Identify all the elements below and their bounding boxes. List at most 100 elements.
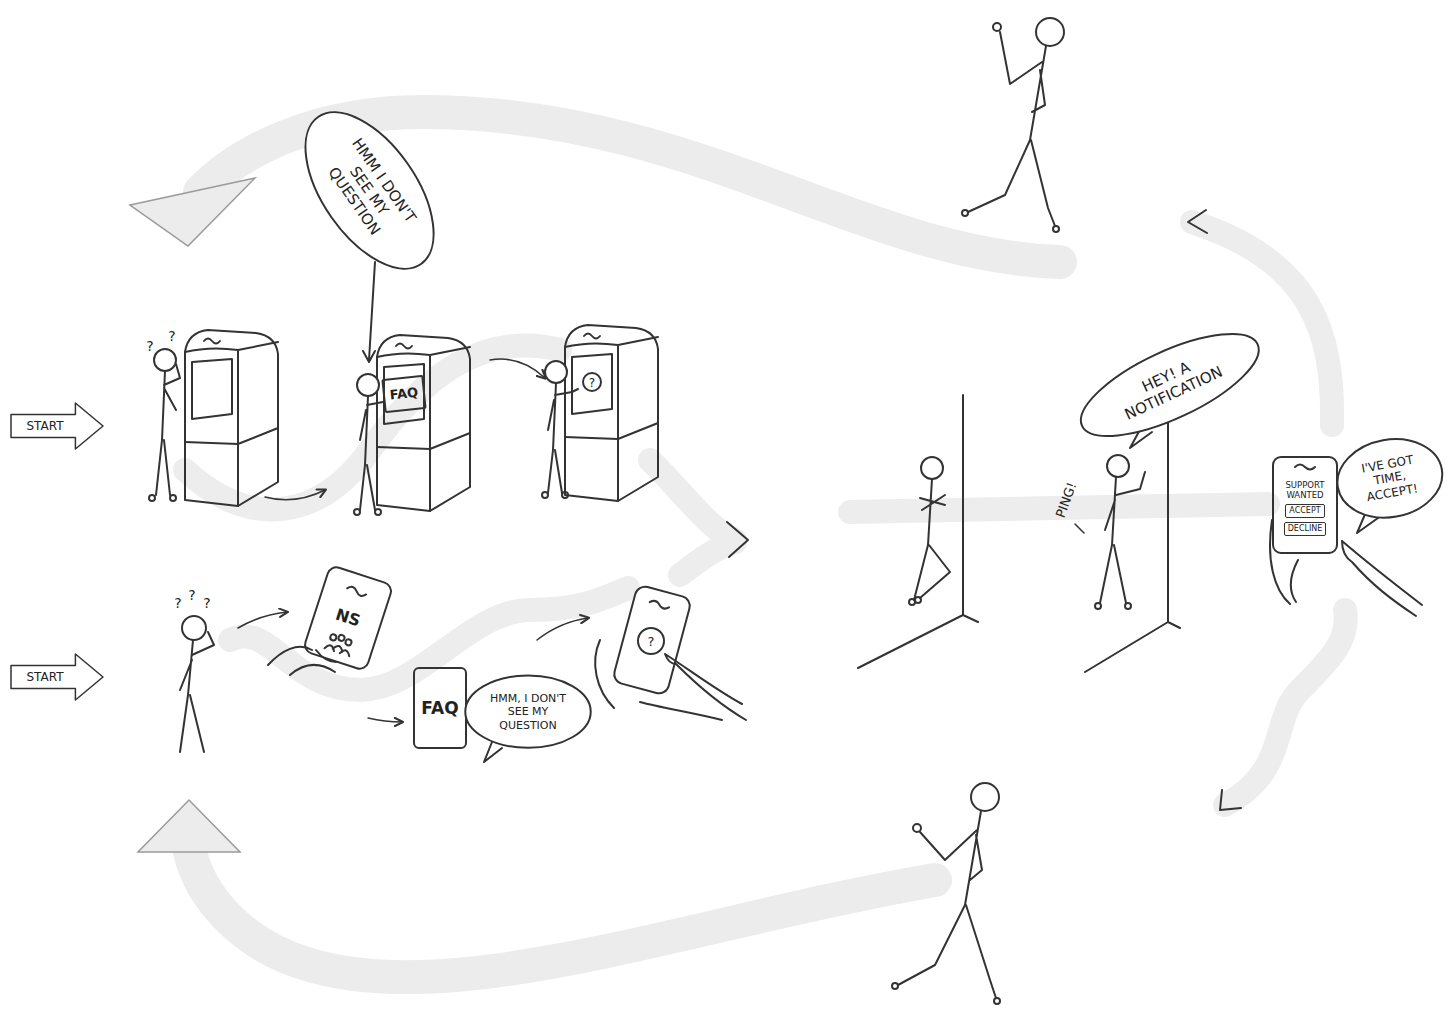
walking-figure xyxy=(1053,226,1059,232)
walking-figure xyxy=(898,811,996,998)
hand xyxy=(1270,520,1422,616)
question-mark: ? xyxy=(203,596,210,610)
bubble-tail xyxy=(363,262,375,362)
start-arrow: START xyxy=(11,403,103,449)
bubble-outline xyxy=(1331,431,1448,526)
stick-figure xyxy=(915,597,921,603)
phone-icon xyxy=(345,639,353,647)
walking-figure xyxy=(1036,18,1064,46)
walking-figure xyxy=(913,824,921,832)
phone-screen: FAQ xyxy=(413,667,467,749)
arrow-outline xyxy=(11,403,103,449)
stick-figure xyxy=(1107,455,1129,477)
node-text: SUPPORT WANTED xyxy=(1278,480,1332,500)
journey-band xyxy=(727,522,748,557)
stick-figure xyxy=(375,509,381,515)
phone-icon xyxy=(1295,465,1315,470)
phone xyxy=(638,628,664,654)
walking-figure xyxy=(892,983,898,989)
node-text: FAQ xyxy=(419,698,461,718)
button: ACCEPT xyxy=(1285,504,1324,518)
question-mark: ? xyxy=(174,596,181,610)
step-arrow xyxy=(238,612,287,628)
phone-screen: NS xyxy=(301,564,394,673)
step-arrow xyxy=(238,359,588,722)
hand xyxy=(595,640,746,720)
phone-icon xyxy=(330,634,338,642)
ticket-machine xyxy=(185,325,658,511)
step-arrow xyxy=(265,490,325,500)
stick-figure xyxy=(542,492,548,498)
return-arrow xyxy=(130,112,1060,977)
walking-figure xyxy=(993,23,1001,31)
node-text: START xyxy=(26,419,63,433)
wall xyxy=(858,395,1180,672)
bubble-outline xyxy=(1068,314,1272,457)
phone-icon xyxy=(338,634,346,642)
bubble-outline xyxy=(465,676,590,748)
return-arrow xyxy=(190,852,935,977)
speech-bubble: HMM, I DON'T SEE MY QUESTION xyxy=(464,674,592,749)
stick-figure xyxy=(921,457,943,479)
journey-band xyxy=(650,460,735,540)
node-text: HMM, I DON'T SEE MY QUESTION xyxy=(488,692,568,732)
question-mark: ? xyxy=(168,329,175,343)
stick-figure xyxy=(149,495,155,501)
phone xyxy=(612,584,692,695)
hand xyxy=(268,647,336,675)
question-mark: ? xyxy=(589,377,595,389)
stick-figure xyxy=(1095,603,1101,609)
phone xyxy=(649,600,670,610)
ticket-machine xyxy=(583,373,601,391)
question-mark: ? xyxy=(188,588,195,602)
phone-screen: SUPPORT WANTEDACCEPTDECLINE xyxy=(1272,456,1338,554)
step-arrow xyxy=(537,618,588,640)
ticket-machine xyxy=(565,325,658,501)
loop-band xyxy=(1220,790,1241,810)
speech-bubble: I'VE GOT TIME, ACCEPT! xyxy=(1330,429,1450,527)
step-arrow xyxy=(490,359,545,378)
stick-figure xyxy=(360,396,383,510)
node-text: NS xyxy=(318,600,377,636)
stick-figure xyxy=(154,349,176,371)
wall xyxy=(858,395,978,668)
ticket-machine xyxy=(185,330,278,506)
walking-figure xyxy=(971,783,999,811)
bubble-tail xyxy=(363,262,1378,762)
node-text: FAQ xyxy=(387,385,420,404)
ping-mark xyxy=(1075,524,1084,533)
walking-figure xyxy=(968,32,1055,226)
stick-figure xyxy=(170,495,176,501)
phone-icon xyxy=(325,642,352,656)
question-mark: ? xyxy=(648,635,655,648)
loop-band xyxy=(1188,210,1207,233)
stick-figure xyxy=(1125,603,1131,609)
phone-icon xyxy=(346,585,367,597)
stick-figure xyxy=(156,364,180,495)
screen-label: FAQ xyxy=(381,375,426,413)
start-arrow: START xyxy=(11,654,103,700)
question-mark: ? xyxy=(146,339,153,353)
journey-band xyxy=(680,542,735,575)
journey-band xyxy=(185,346,560,510)
speech-bubble: HEY! A NOTIFICATION xyxy=(1066,312,1275,459)
arrow-outline xyxy=(11,654,103,700)
stick-figure xyxy=(357,374,379,396)
phone-icon xyxy=(1295,465,1315,470)
node-text: ACCEPT xyxy=(1289,506,1320,516)
stick-figure xyxy=(909,455,1145,609)
stick-figure xyxy=(180,632,214,752)
stick-figure xyxy=(548,383,578,493)
phone xyxy=(612,584,692,695)
stick-figure xyxy=(562,492,568,498)
bubble-outline xyxy=(280,90,459,290)
hand xyxy=(595,640,746,720)
walking-figure xyxy=(994,998,1000,1004)
loop-band xyxy=(1225,610,1346,805)
walking-figure xyxy=(892,18,1064,1004)
journey-band xyxy=(230,588,628,690)
ping-mark xyxy=(1075,524,1084,533)
ticket-machine xyxy=(377,335,470,511)
